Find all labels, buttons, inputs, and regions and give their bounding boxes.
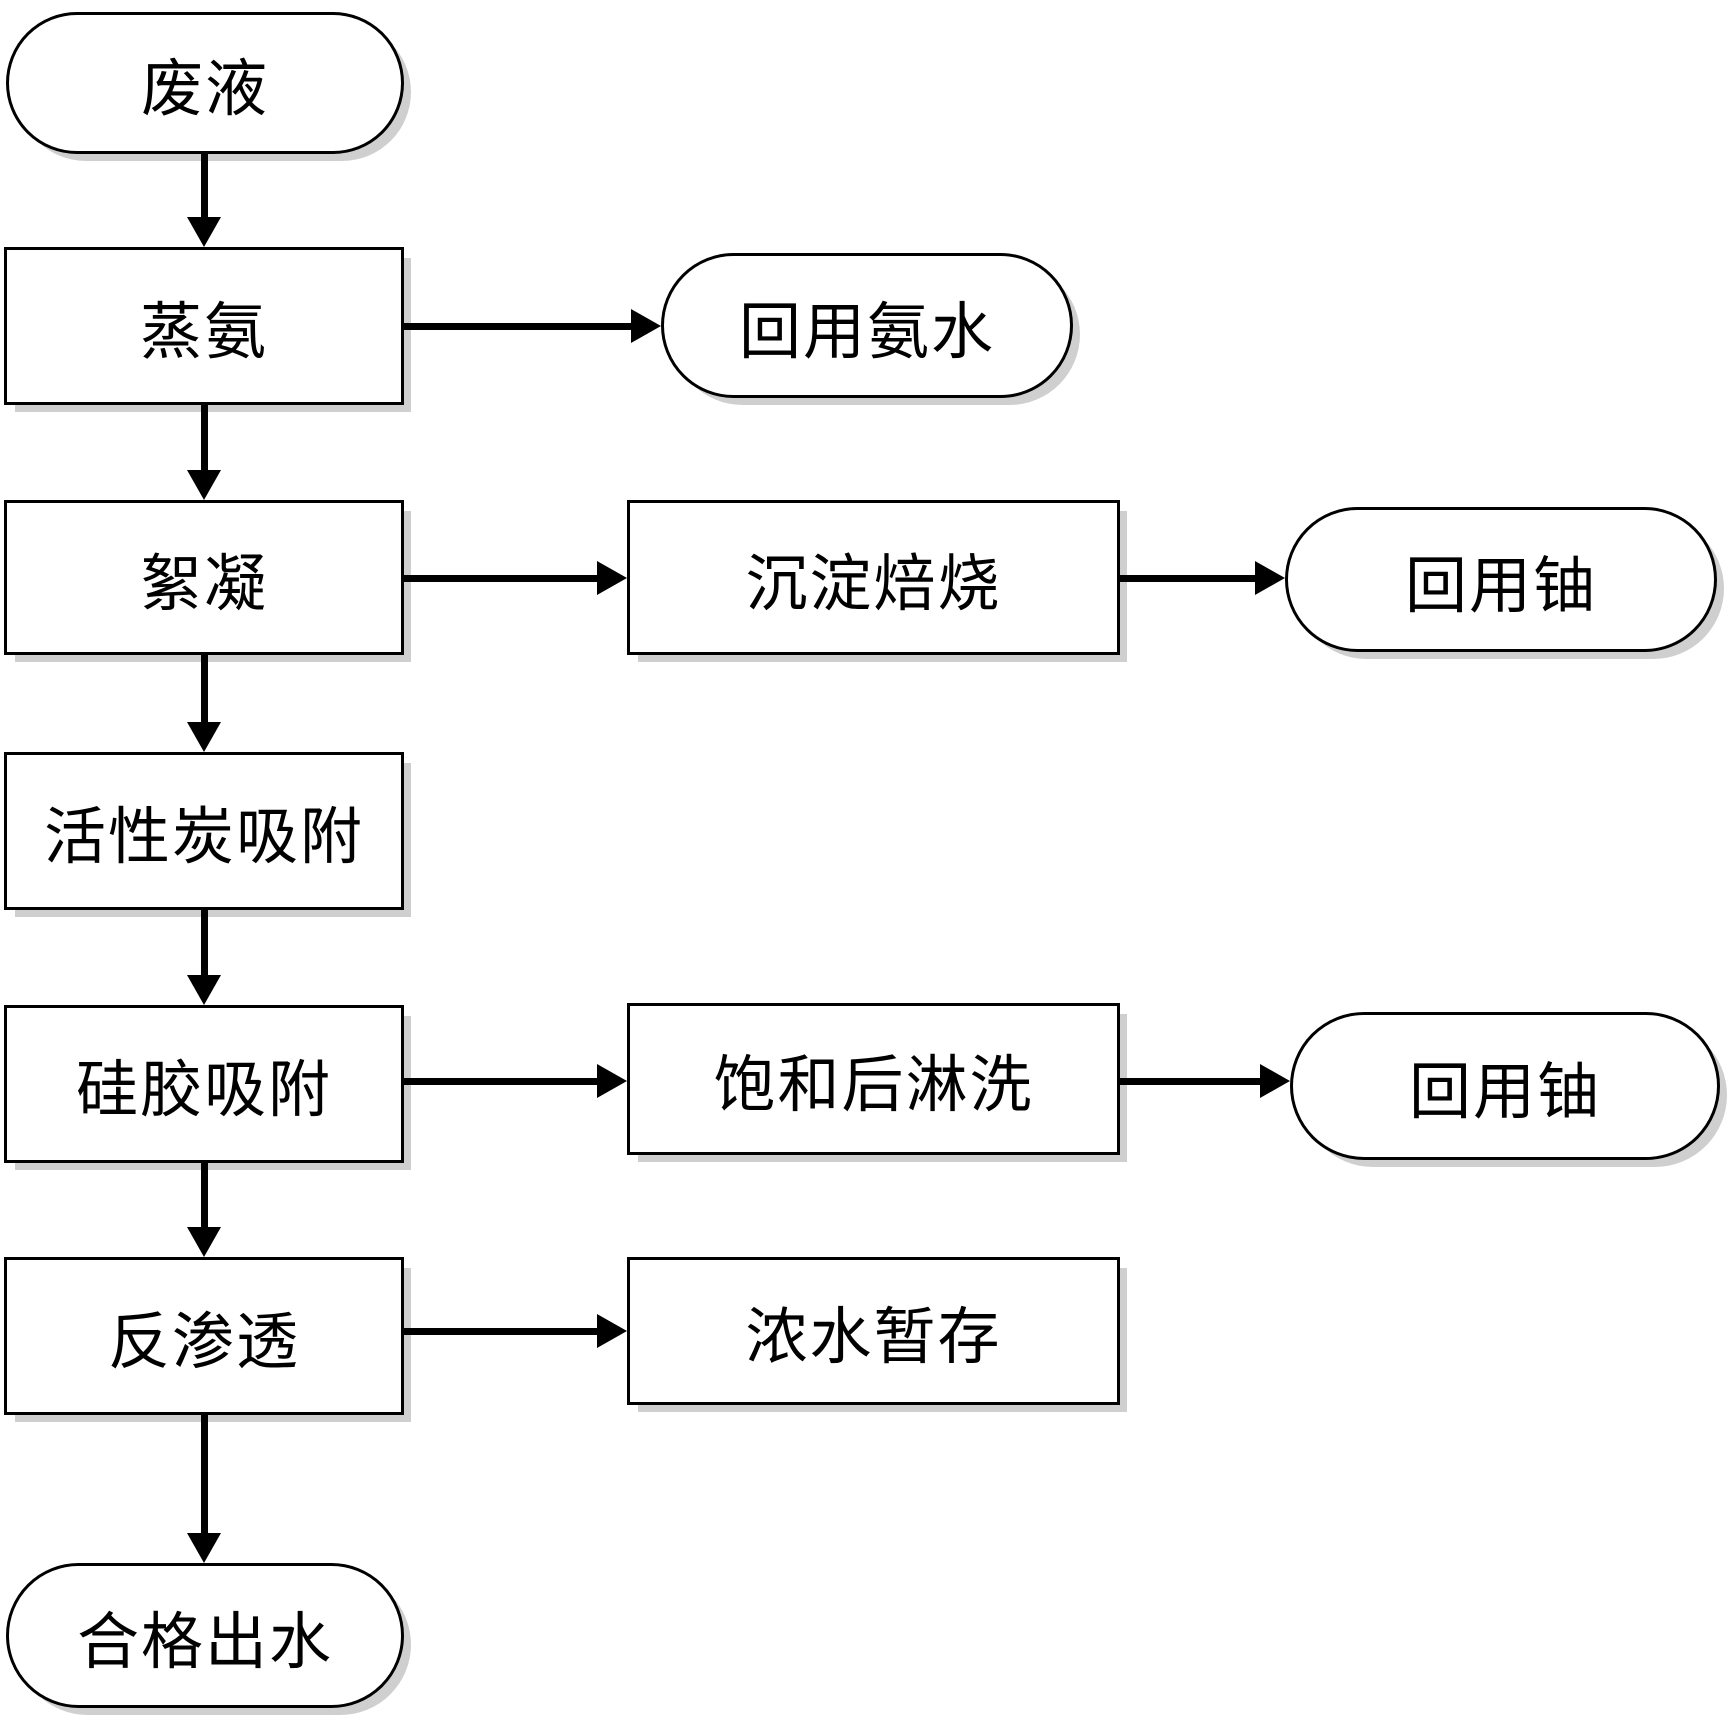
node-silica-gel-adsorption-label: 硅胶吸附 bbox=[75, 1057, 332, 1125]
node-reuse-uranium-2-label: 回用铀 bbox=[1408, 1059, 1601, 1127]
node-activated-carbon-adsorption-label: 活性炭吸附 bbox=[43, 804, 364, 872]
node-waste-liquid: 废液 bbox=[6, 12, 404, 154]
arrow-right-flocculation-to-roasting-icon bbox=[404, 561, 627, 595]
arrow-right-roasting-to-uranium-icon bbox=[1120, 561, 1285, 595]
arrow-down-osmosis-to-effluent-icon bbox=[187, 1415, 221, 1563]
arrow-down-carbon-to-silica-icon bbox=[187, 910, 221, 1005]
node-flocculation-label: 絮凝 bbox=[139, 550, 268, 619]
node-rinse-after-saturation-label: 饱和后淋洗 bbox=[713, 1052, 1034, 1120]
arrow-stem bbox=[1120, 1077, 1260, 1085]
arrow-head bbox=[187, 1533, 221, 1563]
arrow-head bbox=[187, 1227, 221, 1257]
arrow-down-silica-to-osmosis-icon bbox=[187, 1163, 221, 1257]
arrow-stem bbox=[404, 574, 597, 582]
arrow-down-waste-to-distillation-icon bbox=[187, 153, 221, 247]
arrow-head bbox=[187, 975, 221, 1005]
arrow-head bbox=[187, 470, 221, 500]
arrow-stem bbox=[404, 322, 631, 330]
arrow-stem bbox=[200, 153, 208, 217]
arrow-stem bbox=[1120, 574, 1255, 582]
node-reverse-osmosis: 反渗透 bbox=[4, 1257, 404, 1415]
node-precipitation-roasting-label: 沉淀焙烧 bbox=[745, 550, 1002, 619]
node-concentrated-water-storage: 浓水暂存 bbox=[627, 1257, 1120, 1405]
arrow-head bbox=[187, 217, 221, 247]
arrow-stem bbox=[200, 1415, 208, 1533]
arrow-down-flocculation-to-carbon-icon bbox=[187, 655, 221, 752]
arrow-right-rinse-to-uranium-icon bbox=[1120, 1064, 1290, 1098]
arrow-stem bbox=[200, 910, 208, 975]
arrow-stem bbox=[404, 1077, 597, 1085]
node-ammonia-distillation: 蒸氨 bbox=[4, 247, 404, 405]
arrow-stem bbox=[200, 405, 208, 470]
node-reuse-uranium-1: 回用铀 bbox=[1285, 507, 1717, 652]
node-reuse-ammonia-water: 回用氨水 bbox=[661, 253, 1073, 398]
node-concentrated-water-storage-label: 浓水暂存 bbox=[745, 1304, 1002, 1372]
arrow-stem bbox=[200, 1163, 208, 1227]
arrow-down-distillation-to-flocculation-icon bbox=[187, 405, 221, 500]
node-flocculation: 絮凝 bbox=[4, 500, 404, 655]
arrow-head bbox=[1260, 1064, 1290, 1098]
node-rinse-after-saturation: 饱和后淋洗 bbox=[627, 1003, 1120, 1155]
node-activated-carbon-adsorption: 活性炭吸附 bbox=[4, 752, 404, 910]
arrow-stem bbox=[404, 1327, 597, 1335]
arrow-head bbox=[597, 1314, 627, 1348]
arrow-head bbox=[1255, 561, 1285, 595]
node-waste-liquid-label: 废液 bbox=[140, 56, 269, 124]
arrow-right-distillation-to-ammonia-icon bbox=[404, 309, 661, 343]
node-ammonia-distillation-label: 蒸氨 bbox=[139, 299, 268, 367]
arrow-head bbox=[187, 722, 221, 752]
arrow-stem bbox=[200, 655, 208, 722]
arrow-head bbox=[597, 561, 627, 595]
node-reverse-osmosis-label: 反渗透 bbox=[107, 1309, 300, 1377]
arrow-right-silica-to-rinse-icon bbox=[404, 1064, 627, 1098]
node-reuse-ammonia-water-label: 回用氨水 bbox=[738, 298, 995, 367]
arrow-head bbox=[631, 309, 661, 343]
node-silica-gel-adsorption: 硅胶吸附 bbox=[4, 1005, 404, 1163]
node-reuse-uranium-1-label: 回用铀 bbox=[1404, 552, 1597, 621]
arrow-right-osmosis-to-storage-icon bbox=[404, 1314, 627, 1348]
node-qualified-effluent-label: 合格出水 bbox=[76, 1608, 333, 1677]
arrow-head bbox=[597, 1064, 627, 1098]
node-reuse-uranium-2: 回用铀 bbox=[1290, 1012, 1720, 1160]
node-qualified-effluent: 合格出水 bbox=[6, 1563, 404, 1708]
node-precipitation-roasting: 沉淀焙烧 bbox=[627, 500, 1120, 655]
